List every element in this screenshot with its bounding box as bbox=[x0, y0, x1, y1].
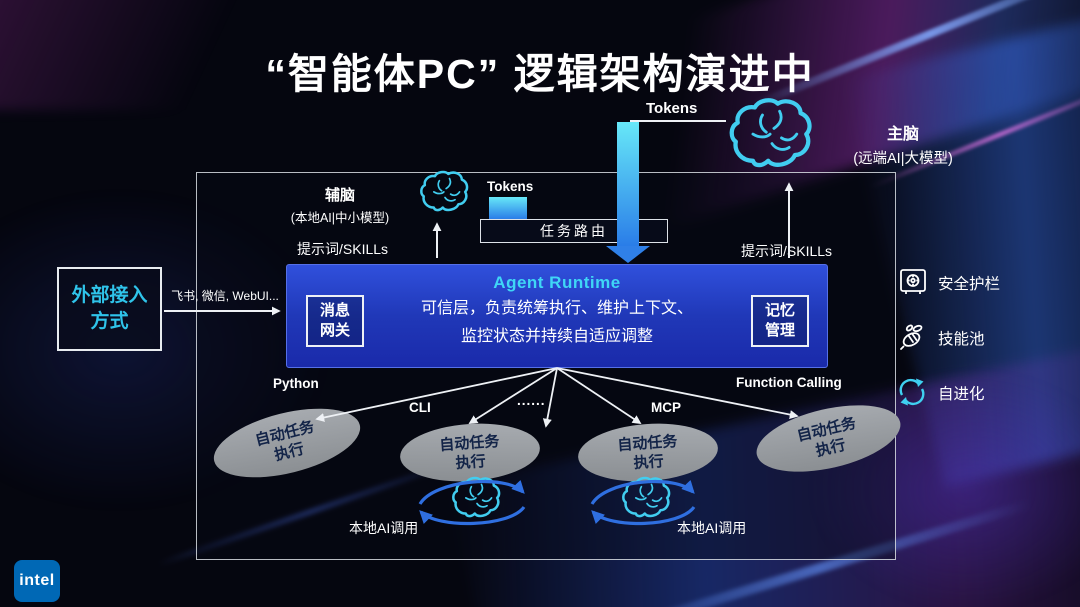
main-brain-sub: (远端AI|大模型) bbox=[853, 151, 953, 167]
aux-brain-icon bbox=[417, 168, 473, 218]
bee-icon bbox=[897, 320, 929, 352]
prompt-skills-right: 提示词/SKILLs bbox=[741, 243, 833, 259]
message-gateway-box: 消息 网关 bbox=[306, 295, 364, 347]
aux-brain-name: 辅脑 bbox=[324, 187, 355, 204]
external-access-box: 外部接入 方式 bbox=[57, 267, 162, 351]
agent-runtime-title: Agent Runtime bbox=[493, 273, 621, 292]
slide-title: “智能体PC” 逻辑架构演进中 bbox=[265, 51, 815, 97]
channels-label: 飞书, 微信, WebUI... bbox=[171, 289, 279, 303]
connector-label-mcp: MCP bbox=[651, 400, 681, 415]
aux-brain-sub: (本地AI|中小模型) bbox=[290, 211, 390, 225]
task-router-box: 任务路由 bbox=[480, 219, 668, 243]
memory-line1: 记忆 bbox=[764, 302, 795, 319]
intel-logo: intel bbox=[14, 560, 60, 602]
message-gateway-line1: 消息 bbox=[319, 302, 350, 319]
tokens-label-inner: Tokens bbox=[487, 179, 534, 194]
self-evolution-label: 自进化 bbox=[938, 386, 985, 403]
agent-runtime-desc-line2: 监控状态并持续自适应调整 bbox=[460, 328, 653, 345]
local-brain-icon bbox=[619, 474, 675, 524]
agent-runtime-box: Agent Runtime 可信层，负责统筹执行、维护上下文、 监控状态并持续自… bbox=[286, 264, 828, 368]
skills-pool-label: 技能池 bbox=[938, 331, 985, 348]
connector-label-function-calling: Function Calling bbox=[736, 375, 842, 390]
tokens-label-top: Tokens bbox=[646, 100, 698, 117]
evolve-icon bbox=[895, 375, 929, 409]
connector-label-dots: ...... bbox=[517, 393, 546, 408]
main-brain-icon bbox=[722, 96, 822, 176]
task-label: 自动任务 bbox=[438, 432, 500, 454]
local-ai-label-right: 本地AI调用 bbox=[677, 520, 747, 536]
task-label: 自动任务 bbox=[616, 432, 678, 454]
main-brain-label: 主脑 (远端AI|大模型) bbox=[833, 120, 973, 168]
security-guardrail-label: 安全护栏 bbox=[938, 276, 1001, 293]
connector-label-python: Python bbox=[273, 376, 319, 391]
agent-runtime-desc-line1: 可信层，负责统筹执行、维护上下文、 bbox=[420, 300, 693, 317]
local-brain-icon bbox=[449, 474, 505, 524]
main-brain-name: 主脑 bbox=[886, 126, 919, 143]
task-label: 执行 bbox=[633, 452, 665, 472]
prompt-skills-left: 提示词/SKILLs bbox=[297, 241, 389, 257]
aux-brain-label: 辅脑 (本地AI|中小模型) bbox=[281, 184, 399, 226]
vault-icon bbox=[897, 266, 929, 298]
memory-management-box: 记忆 管理 bbox=[751, 295, 809, 347]
external-access-line1: 外部接入 bbox=[71, 285, 148, 306]
message-gateway-line2: 网关 bbox=[319, 322, 350, 339]
local-ai-label-left: 本地AI调用 bbox=[349, 520, 419, 536]
task-label: 执行 bbox=[455, 452, 487, 472]
memory-line2: 管理 bbox=[764, 322, 795, 339]
connector-label-cli: CLI bbox=[409, 400, 431, 415]
external-access-line2: 方式 bbox=[90, 311, 129, 332]
